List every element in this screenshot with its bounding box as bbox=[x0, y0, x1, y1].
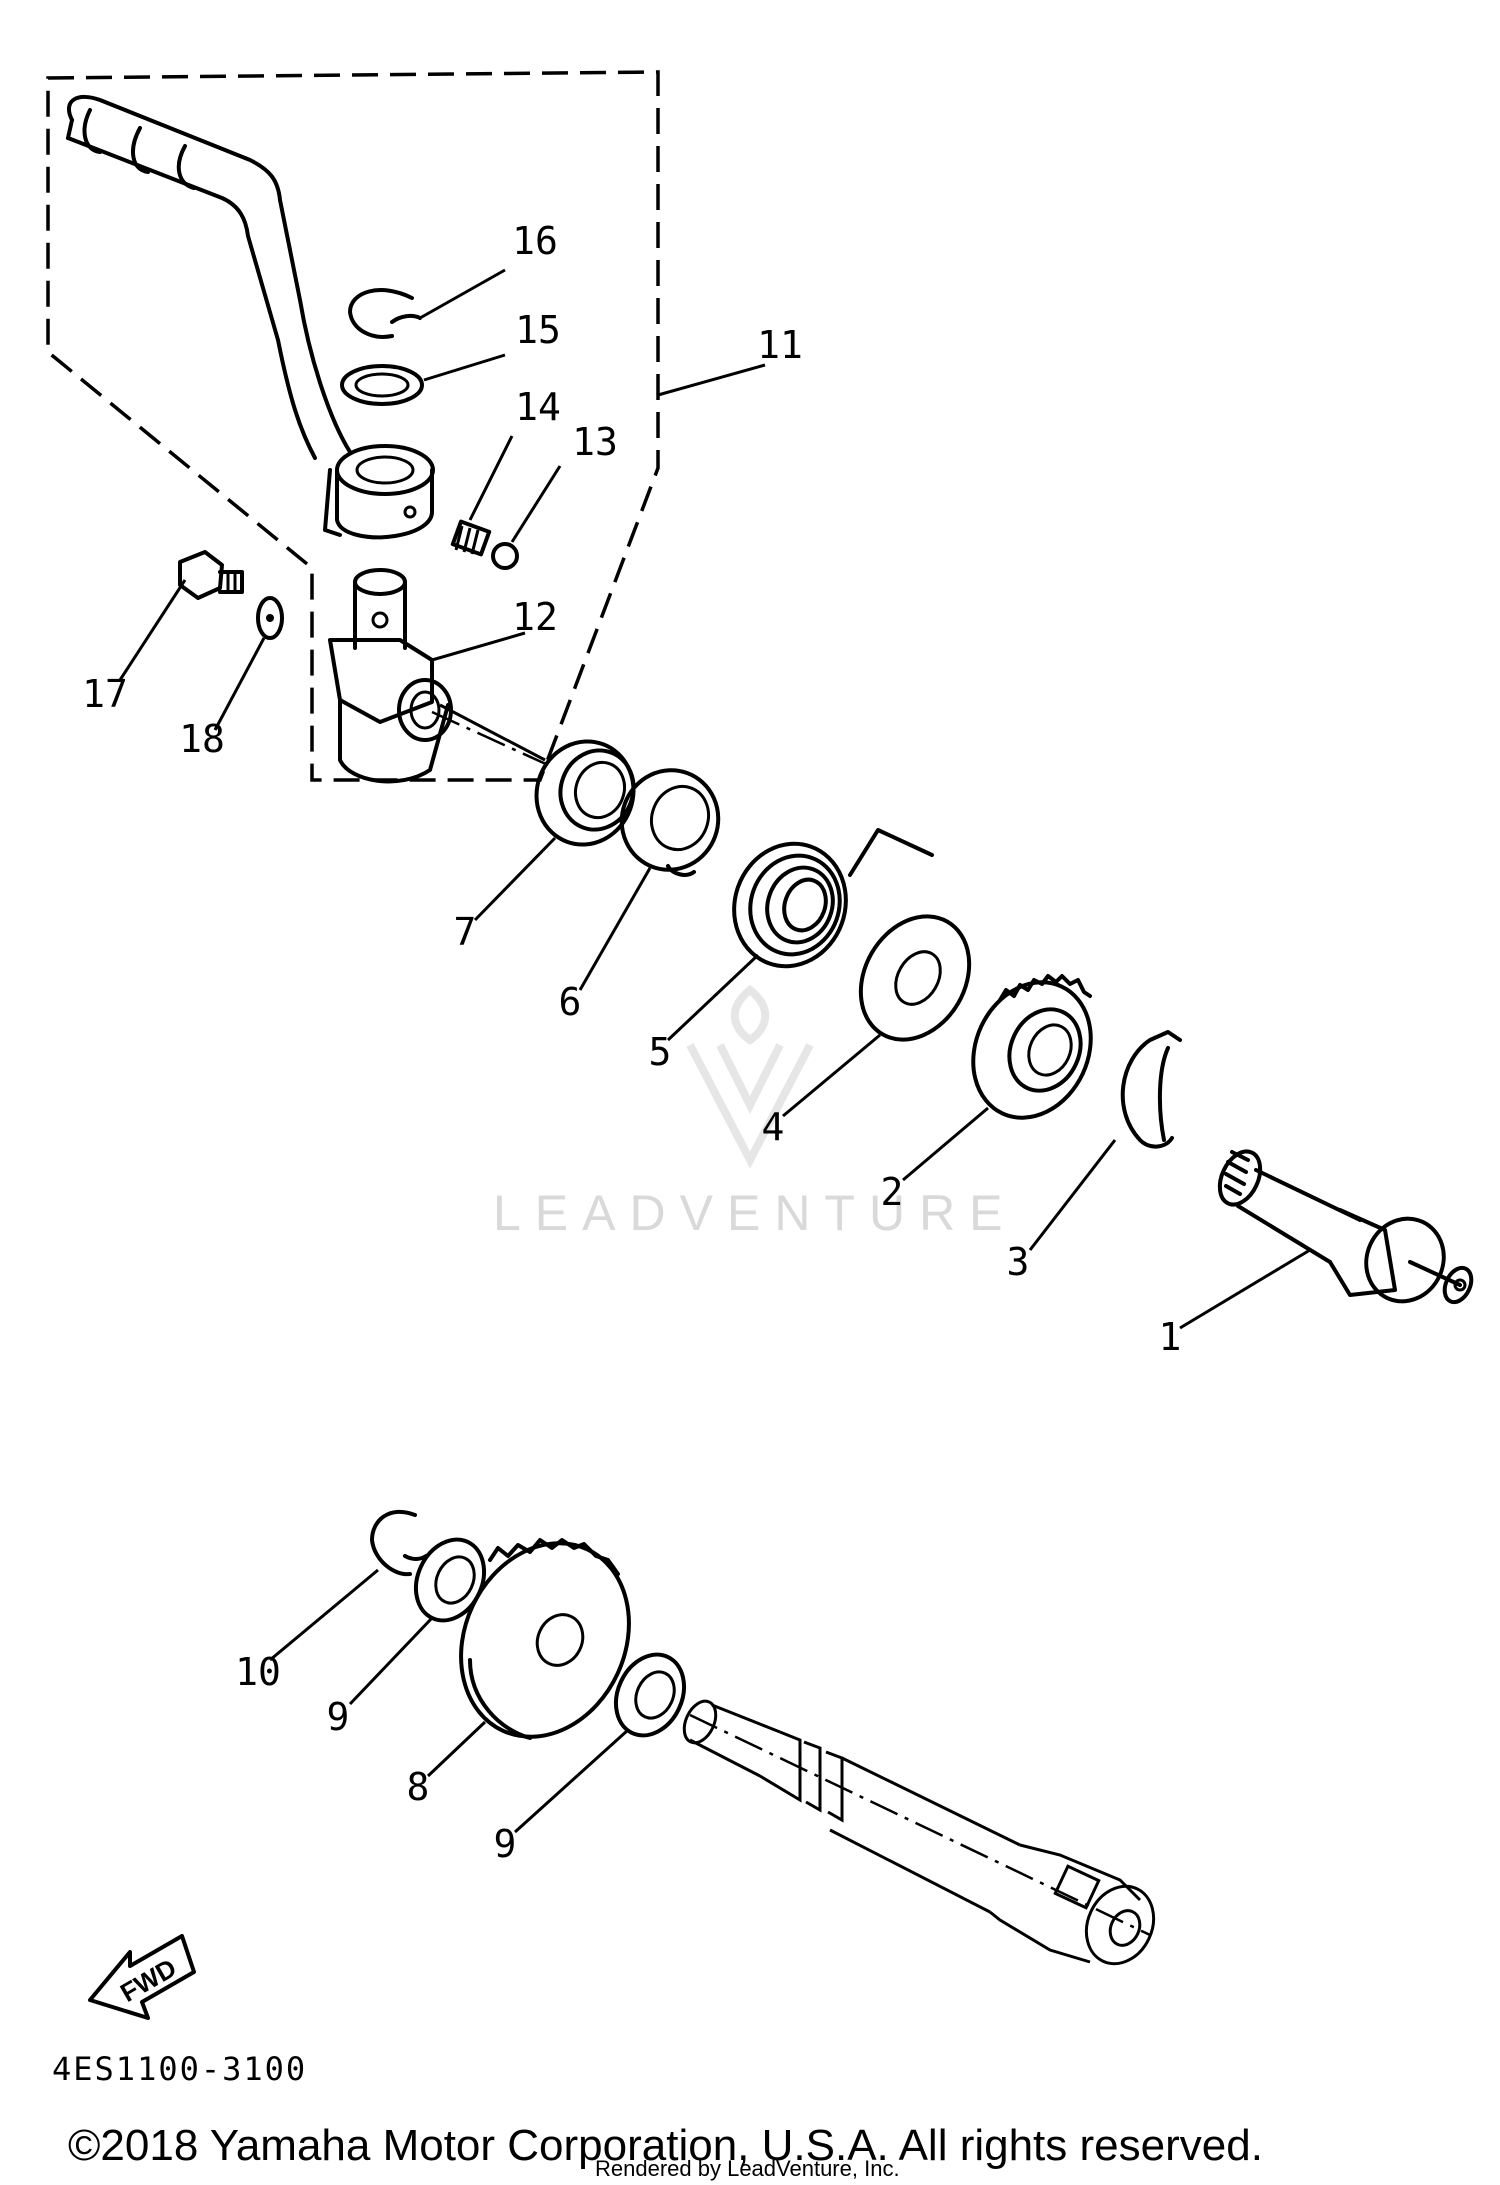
fwd-indicator: FWD bbox=[88, 1934, 196, 2020]
kick-crank-assembly-boundary bbox=[46, 70, 660, 782]
copyright-notice: ©2018 Yamaha Motor Corporation, U.S.A. A… bbox=[68, 2121, 1263, 2170]
kick-shaft-1 bbox=[1217, 1149, 1474, 1305]
kick-gear-2 bbox=[971, 974, 1093, 1120]
diagram-code: 4ES1100-3100 bbox=[52, 2050, 307, 2088]
callout-10: 10 bbox=[235, 1650, 281, 1694]
spring-14 bbox=[450, 519, 492, 557]
watermark: LEADVENTURE bbox=[493, 984, 1017, 1241]
callout-12: 12 bbox=[512, 595, 558, 639]
fwd-arrow-icon bbox=[88, 1934, 196, 2020]
callout-16: 16 bbox=[512, 219, 558, 263]
callout-3: 3 bbox=[1007, 1240, 1030, 1284]
bolt-17 bbox=[178, 550, 244, 600]
washer-15 bbox=[340, 364, 424, 406]
callout-2: 2 bbox=[881, 1170, 904, 1214]
watermark-text: LEADVENTURE bbox=[493, 1185, 1017, 1241]
callout-14: 14 bbox=[515, 385, 561, 429]
washer-4 bbox=[858, 914, 972, 1042]
boss-to-seal-line bbox=[439, 703, 546, 762]
callout-18: 18 bbox=[179, 717, 225, 761]
washer-18 bbox=[256, 596, 284, 640]
callout-6: 6 bbox=[559, 980, 582, 1024]
callout-17: 17 bbox=[82, 672, 128, 716]
callout-8: 8 bbox=[407, 1765, 430, 1809]
watermark-logo-icon bbox=[686, 984, 814, 1169]
main-axle bbox=[682, 1699, 1156, 1966]
idler-gear-8 bbox=[459, 1538, 631, 1740]
rendered-by: Rendered by LeadVenture, Inc. bbox=[595, 2156, 900, 2181]
kick-axis-line bbox=[431, 710, 549, 767]
callout-5: 5 bbox=[649, 1030, 672, 1074]
kick-boss-12 bbox=[328, 568, 453, 784]
kick-crank-lever bbox=[66, 94, 435, 540]
callout-9: 9 bbox=[494, 1822, 517, 1866]
callout-4: 4 bbox=[762, 1105, 785, 1149]
leader-lines bbox=[118, 268, 1311, 1834]
oil-seal-7 bbox=[534, 739, 636, 847]
callout-7: 7 bbox=[454, 910, 477, 954]
collar-6 bbox=[619, 768, 721, 877]
callout-15: 15 bbox=[515, 308, 561, 352]
washer-9-lower bbox=[613, 1652, 687, 1738]
callout-1: 1 bbox=[1159, 1315, 1182, 1359]
washer-9-upper bbox=[413, 1537, 487, 1623]
callout-9: 9 bbox=[327, 1695, 350, 1739]
clip-3 bbox=[1120, 1030, 1182, 1149]
ball-13 bbox=[491, 542, 519, 570]
callout-13: 13 bbox=[572, 420, 618, 464]
callout-11: 11 bbox=[757, 323, 803, 367]
torsion-spring-5 bbox=[732, 828, 934, 969]
circlip-10 bbox=[370, 1509, 428, 1577]
circlip-16 bbox=[348, 288, 422, 339]
